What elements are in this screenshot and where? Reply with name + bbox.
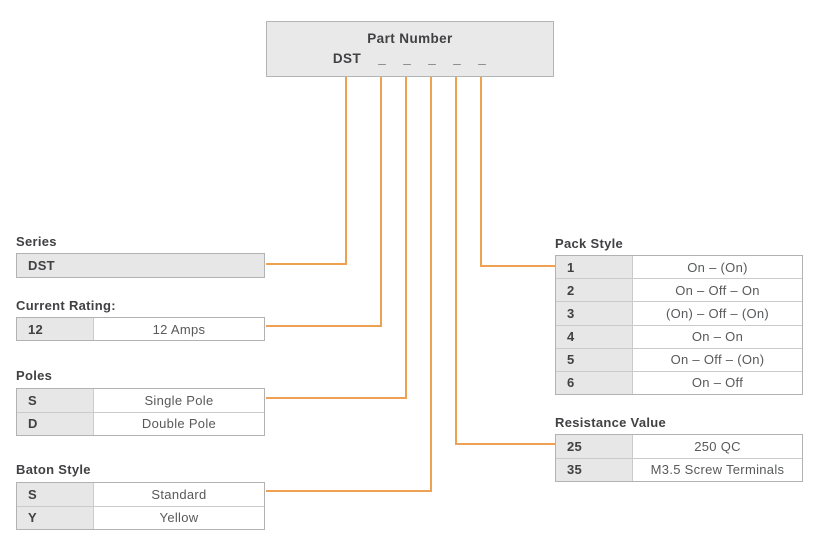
part-number-prefix: DST [332, 51, 362, 66]
code-cell: Y [17, 506, 94, 529]
value-cell: Yellow [159, 510, 199, 526]
value-cell: 250 QC [694, 438, 741, 454]
table-row: D Double Pole [17, 411, 264, 435]
value-cell: M3.5 Screw Terminals [650, 462, 785, 478]
code-cell: S [17, 483, 94, 506]
value-cell: Single Pole [144, 392, 214, 408]
poles-table: S Single Pole D Double Pole [16, 388, 265, 436]
code-cell: 25 [556, 435, 633, 458]
pack-style-table: 1 On – (On) 2 On – Off – On 3 (On) – Off… [555, 255, 803, 395]
table-row: 12 12 Amps [17, 318, 264, 340]
section-label: Poles [16, 368, 53, 383]
value-cell: (On) – Off – (On) [665, 305, 770, 321]
table-row: 3 (On) – Off – (On) [556, 301, 802, 325]
section-label: Pack Style [555, 236, 624, 251]
code-cell: DST [17, 254, 264, 277]
section-label: Baton Style [16, 462, 91, 477]
resistance-value-table: 25 250 QC 35 M3.5 Screw Terminals [555, 434, 803, 482]
section-label: Resistance Value [555, 415, 667, 430]
table-row: 35 M3.5 Screw Terminals [556, 457, 802, 481]
code-cell: 35 [556, 458, 633, 481]
table-row: 6 On – Off [556, 370, 802, 395]
value-cell: On – Off – (On) [670, 352, 765, 368]
code-cell: 2 [556, 279, 633, 302]
table-row: 25 250 QC [556, 435, 802, 458]
part-number-blank: _ [478, 51, 486, 66]
connector-resistance-value [455, 77, 555, 445]
connector-poles [266, 77, 407, 399]
section-label: Series [16, 234, 57, 249]
table-row: S Single Pole [17, 389, 264, 412]
part-number-blank: _ [378, 51, 386, 66]
value-cell: Double Pole [141, 416, 217, 432]
part-number-box: Part Number DST _ _ _ _ _ [266, 21, 554, 77]
value-cell: On – Off [691, 375, 744, 391]
value-cell: On – Off – On [675, 282, 760, 298]
section-label: Current Rating: [16, 298, 116, 313]
connector-pack-style [480, 77, 555, 267]
part-number-title: Part Number [367, 31, 453, 46]
code-cell: D [17, 412, 94, 435]
value-cell: 12 Amps [152, 321, 206, 337]
baton-style-table: S Standard Y Yellow [16, 482, 265, 530]
part-number-blank: _ [453, 51, 461, 66]
table-row: 4 On – On [556, 324, 802, 348]
table-row: Y Yellow [17, 505, 264, 529]
table-row: DST [17, 254, 264, 277]
value-cell: On – On [691, 329, 744, 345]
value-cell: On – (On) [687, 259, 748, 275]
connector-baton-style [266, 77, 432, 492]
value-cell: Standard [151, 486, 207, 502]
series-table: DST [16, 253, 265, 278]
code-cell: 5 [556, 348, 633, 371]
code-cell: 12 [17, 318, 94, 340]
connector-current-rating [266, 77, 382, 327]
code-cell: 3 [556, 302, 633, 325]
connector-series [266, 77, 347, 265]
part-number-blank: _ [403, 51, 411, 66]
table-row: 2 On – Off – On [556, 278, 802, 302]
code-cell: 4 [556, 325, 633, 348]
part-number-blank: _ [428, 51, 436, 66]
code-cell: S [17, 389, 94, 412]
table-row: 5 On – Off – (On) [556, 347, 802, 371]
code-cell: 6 [556, 371, 633, 395]
current-rating-table: 12 12 Amps [16, 317, 265, 341]
table-row: S Standard [17, 483, 264, 506]
table-row: 1 On – (On) [556, 256, 802, 279]
code-cell: 1 [556, 256, 633, 279]
